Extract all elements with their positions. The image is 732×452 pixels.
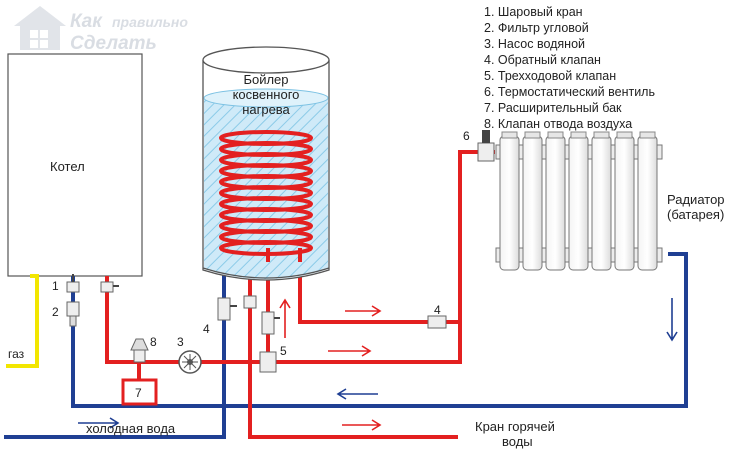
coil-legs <box>266 248 302 262</box>
legend-item: 2. Фильтр угловой <box>484 21 589 35</box>
radiator-section <box>568 135 589 271</box>
gas-pipe <box>6 274 39 368</box>
radiator-label-2: (батарея) <box>667 207 724 222</box>
logo-line3: Сделать <box>70 33 157 54</box>
arrow-right-icon <box>345 305 382 317</box>
legend-item: 6. Термостатический вентиль <box>484 85 655 99</box>
air-vent-valve <box>130 338 149 363</box>
cold-water-label: холодная вода <box>86 421 176 436</box>
arrow-down-icon <box>666 298 678 342</box>
markers: 1 2 3 4 4 5 6 7 8 <box>52 129 470 400</box>
radiator-label-1: Радиатор <box>667 192 725 207</box>
marker-6: 6 <box>463 129 470 143</box>
logo: Как правильно Сделать <box>14 6 188 54</box>
logo-line2: правильно <box>112 14 188 30</box>
legend-item: 7. Расширительный бак <box>484 101 622 115</box>
marker-2: 2 <box>52 305 59 319</box>
logo-line1: Как <box>70 11 103 32</box>
marker-1: 1 <box>52 279 59 293</box>
marker-4b: 4 <box>434 303 441 317</box>
legend-item: 3. Насос водяной <box>484 37 585 51</box>
marker-7: 7 <box>135 386 142 400</box>
heating-coil <box>219 130 313 262</box>
radiator-cap <box>616 131 633 139</box>
radiator-cap <box>593 131 610 139</box>
marker-8: 8 <box>150 335 157 349</box>
three-way-valve-icon <box>259 311 280 373</box>
legend: 1. Шаровый кран 2. Фильтр угловой 3. Нас… <box>484 5 655 131</box>
ball-valve-icon <box>66 274 80 293</box>
legend-item: 8. Клапан отвода воздуха <box>484 117 632 131</box>
arrow-up-icon <box>279 298 291 338</box>
cold-pipes <box>4 252 688 439</box>
tank-label-1: Бойлер <box>243 72 288 87</box>
radiator-section <box>522 135 543 271</box>
ball-valve-icon <box>243 295 257 309</box>
angle-filter-icon <box>66 301 80 327</box>
hot-tap-label-1: Кран горячей <box>475 419 555 434</box>
gas-label: газ <box>8 347 25 361</box>
check-valve-icon <box>427 315 447 329</box>
boiler-label: Котел <box>50 159 85 174</box>
radiator-cap <box>547 131 564 139</box>
radiator-cap <box>524 131 541 139</box>
expansion-tank <box>121 378 158 406</box>
pump-icon <box>178 350 202 374</box>
legend-item: 1. Шаровый кран <box>484 5 583 19</box>
arrow-right-icon <box>328 345 372 357</box>
marker-3: 3 <box>177 335 184 349</box>
ball-valve-icon <box>100 281 119 293</box>
arrow-right-icon <box>78 417 120 429</box>
hot-tap-label-2: воды <box>502 434 533 449</box>
marker-5: 5 <box>280 344 287 358</box>
radiator-cap <box>501 131 518 139</box>
check-valve-icon <box>217 297 237 321</box>
radiator-section <box>614 135 635 271</box>
radiator-section <box>591 135 612 271</box>
radiator-cap <box>570 131 587 139</box>
arrow-left-icon <box>336 388 378 400</box>
flow-arrows <box>78 298 678 431</box>
radiator <box>495 131 663 271</box>
radiator-section <box>637 135 658 271</box>
tank-label-3: нагрева <box>242 102 290 117</box>
marker-4a: 4 <box>203 322 210 336</box>
thermostatic-valve <box>477 130 495 162</box>
tank-label-2: косвенного <box>233 87 300 102</box>
gas-boiler: Котел <box>7 53 143 277</box>
arrow-right-icon <box>342 419 382 431</box>
house-icon <box>14 6 66 50</box>
radiator-section <box>499 135 520 271</box>
legend-item: 5. Трехходовой клапан <box>484 69 616 83</box>
radiator-section <box>545 135 566 271</box>
legend-item: 4. Обратный клапан <box>484 53 601 67</box>
radiator-cap <box>639 131 656 139</box>
